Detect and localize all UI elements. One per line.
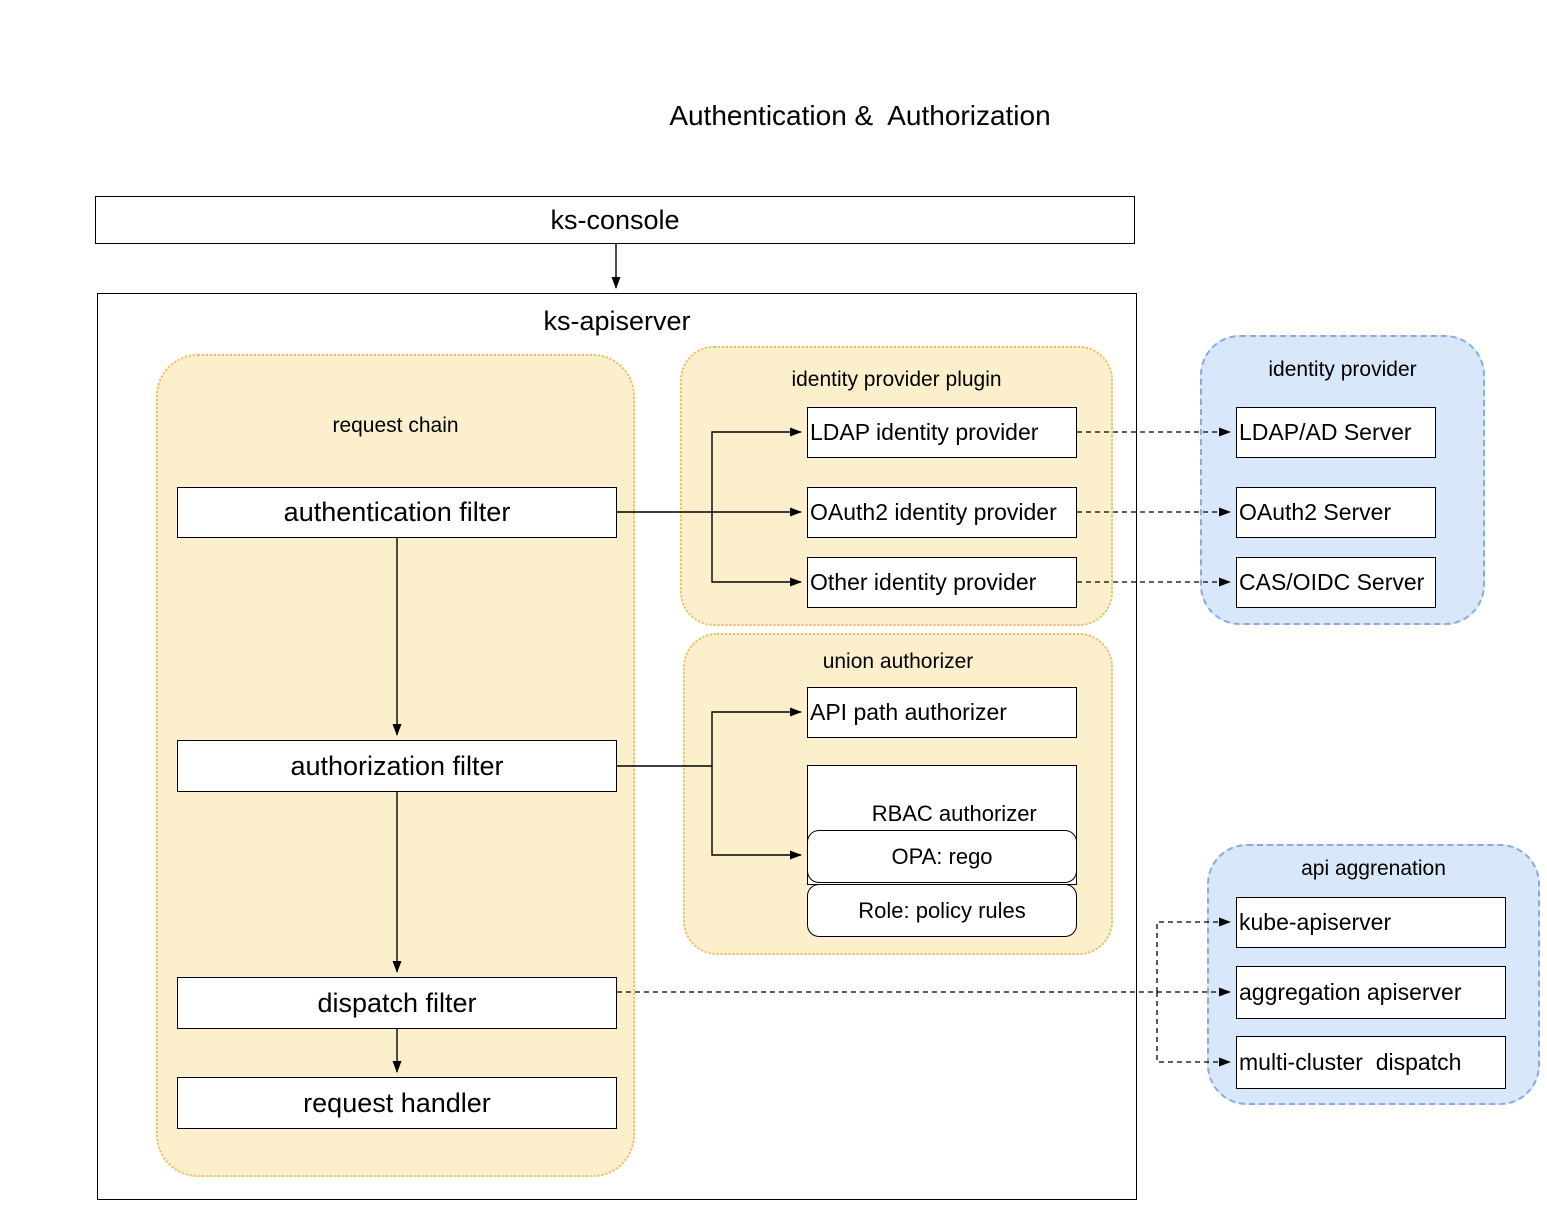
oauth2-identity-provider-label: OAuth2 identity provider (810, 499, 1057, 525)
ks-console-label: ks-console (550, 204, 680, 235)
role-policy-rules-label: Role: policy rules (858, 897, 1026, 923)
request-handler-node: request handler (177, 1077, 617, 1129)
ks-console-node: ks-console (95, 196, 1135, 244)
authentication-filter-label: authentication filter (283, 497, 511, 527)
dispatch-filter-node: dispatch filter (177, 977, 617, 1029)
cas-oidc-server-node: CAS/OIDC Server (1236, 557, 1436, 608)
api-path-authorizer-label: API path authorizer (810, 699, 1007, 725)
ldap-ad-server-label: LDAP/AD Server (1239, 419, 1412, 445)
request-chain-title: request chain (332, 414, 459, 437)
ldap-identity-provider-node: LDAP identity provider (807, 407, 1077, 458)
multi-cluster-dispatch-node: multi-cluster dispatch (1236, 1036, 1506, 1089)
cas-oidc-server-label: CAS/OIDC Server (1239, 569, 1425, 595)
request-handler-label: request handler (303, 1087, 491, 1118)
aggregation-apiserver-node: aggregation apiserver (1236, 966, 1506, 1019)
ldap-identity-provider-label: LDAP identity provider (810, 419, 1039, 445)
identity-provider-plugin-title: identity provider plugin (791, 368, 1002, 391)
opa-rego-label: OPA: rego (891, 843, 993, 869)
api-aggregation-title: api aggrenation (1301, 857, 1446, 880)
diagram-title: Authentication & Authorization (669, 100, 1051, 131)
aggregation-apiserver-label: aggregation apiserver (1239, 979, 1462, 1005)
api-path-authorizer-node: API path authorizer (807, 687, 1077, 738)
authorization-filter-node: authorization filter (177, 740, 617, 792)
dispatch-filter-label: dispatch filter (317, 987, 477, 1018)
other-identity-provider-label: Other identity provider (810, 569, 1037, 595)
identity-provider-title: identity provider (1268, 358, 1417, 381)
ks-apiserver-label: ks-apiserver (543, 306, 691, 336)
authorization-filter-label: authorization filter (290, 750, 504, 781)
oauth2-server-node: OAuth2 Server (1236, 487, 1436, 538)
oauth2-identity-provider-node: OAuth2 identity provider (807, 487, 1077, 538)
rbac-authorizer-label: RBAC authorizer (871, 801, 1037, 826)
authentication-filter-node: authentication filter (177, 487, 617, 538)
ldap-ad-server-node: LDAP/AD Server (1236, 407, 1436, 458)
role-policy-rules-node: Role: policy rules (807, 884, 1077, 937)
union-authorizer-title: union authorizer (822, 650, 974, 673)
kube-apiserver-label: kube-apiserver (1239, 909, 1392, 935)
kube-apiserver-node: kube-apiserver (1236, 897, 1506, 948)
other-identity-provider-node: Other identity provider (807, 557, 1077, 608)
oauth2-server-label: OAuth2 Server (1239, 499, 1392, 525)
opa-rego-node: OPA: rego (807, 830, 1077, 883)
multi-cluster-dispatch-label: multi-cluster dispatch (1239, 1049, 1462, 1075)
